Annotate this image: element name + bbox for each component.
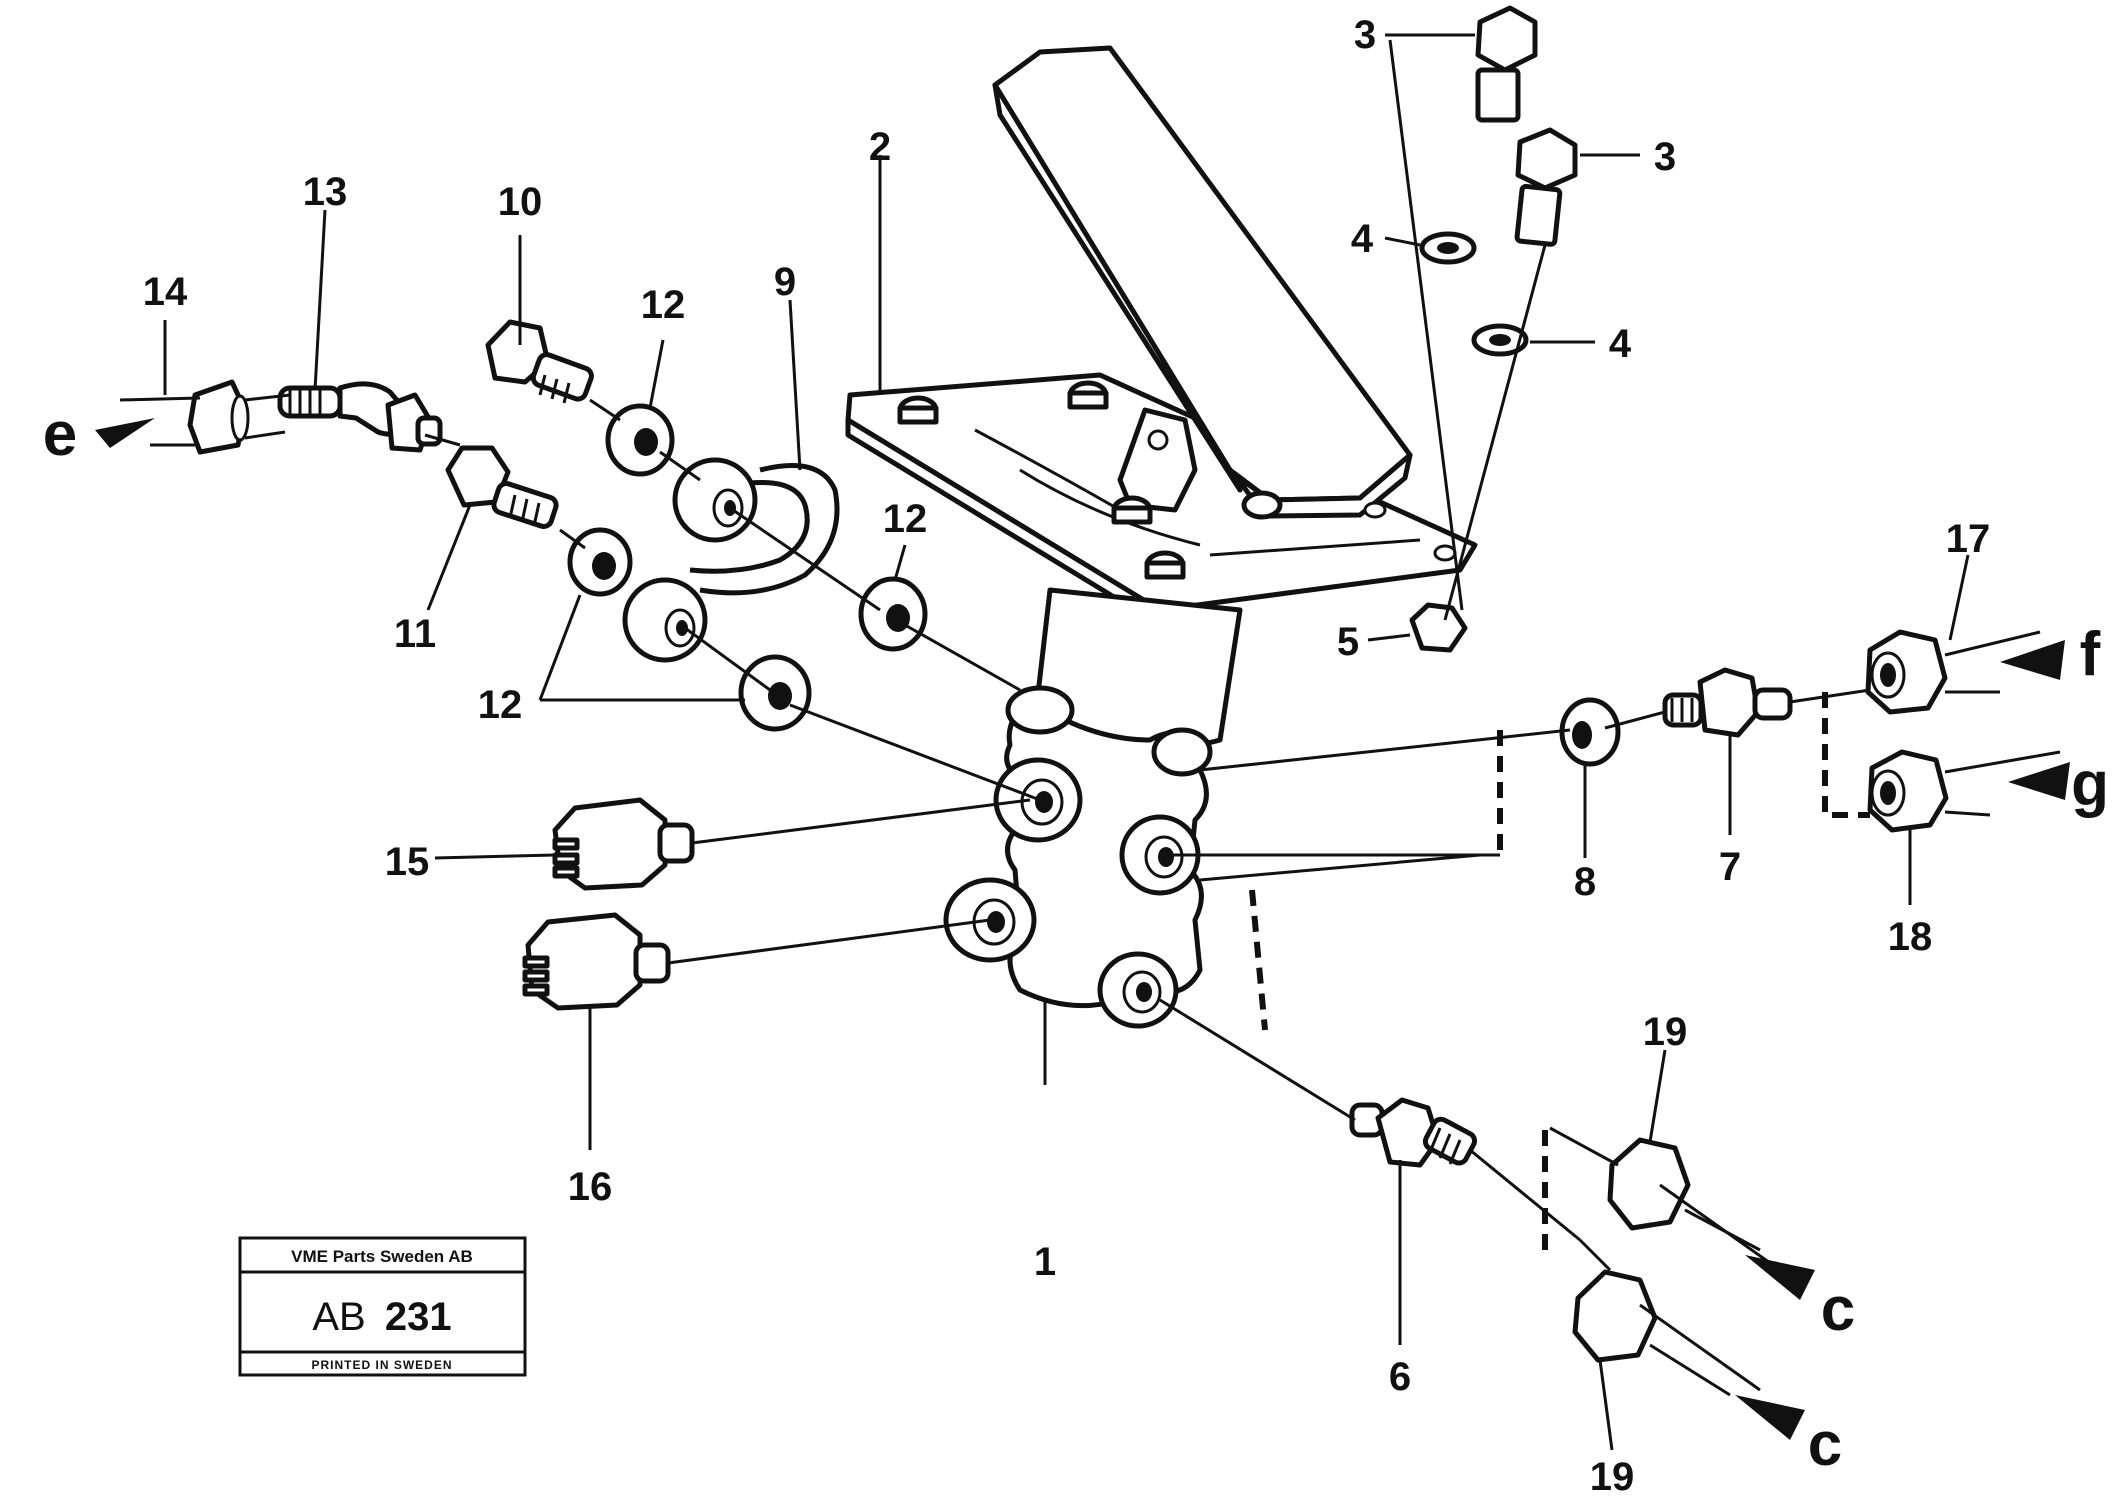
callout-15: 15: [385, 840, 430, 884]
callout-13: 13: [303, 170, 348, 214]
brake-valve-body: [943, 587, 1243, 1029]
assembly-lines: [119, 39, 2061, 1397]
flow-arrows: [95, 418, 2070, 1440]
sealing-washer-12: [738, 654, 812, 732]
callout-4: 4: [1351, 217, 1374, 261]
bolt-3: [1514, 127, 1578, 247]
callout-3: 3: [1654, 135, 1676, 179]
connector-nut-17: [1865, 629, 1948, 715]
callout-17: 17: [1946, 517, 1991, 561]
stamp-company: VME Parts Sweden AB: [291, 1247, 473, 1266]
callout-19: 19: [1590, 1455, 1635, 1499]
arrow-g: [2008, 762, 2070, 800]
plate-rib: [974, 428, 1121, 512]
callout-11: 11: [394, 612, 436, 656]
banjo-bolt-10: [485, 319, 594, 404]
publisher-stamp: VME Parts Sweden AB AB 231 PRINTED IN SW…: [238, 1236, 527, 1377]
callout-12: 12: [883, 497, 928, 541]
pedal-pad-side: [992, 82, 1243, 493]
connection-c: c: [1808, 1410, 1842, 1479]
callout-leaders: [163, 33, 1970, 1451]
callout-3: 3: [1354, 13, 1376, 57]
callout-4: 4: [1609, 322, 1632, 366]
valve-port-boss: [1151, 727, 1213, 777]
sealing-washer-12: [858, 576, 928, 652]
connection-f: f: [2080, 620, 2101, 689]
stamp-code-prefix: AB: [312, 1295, 365, 1339]
plate-bolt: [1144, 550, 1186, 580]
washer-4: [1471, 323, 1529, 357]
connector-nut-19: [1607, 1137, 1691, 1231]
arrow-e: [95, 418, 155, 448]
union-7: [1662, 667, 1793, 738]
connection-e: e: [43, 400, 77, 469]
hinge-pin: [1147, 429, 1169, 451]
callout-19: 19: [1643, 1010, 1688, 1054]
callout-9: 9: [774, 260, 796, 304]
connection-letters: e f g c c: [43, 400, 2109, 1479]
callout-numbers: 1 2 3 3 4 4 5 6 7 8 9 10 11 12 12 12 13 …: [143, 13, 1991, 1499]
pressure-switch-16: [522, 912, 671, 1011]
plate-rib: [1209, 538, 1421, 557]
plate-hole: [1363, 501, 1387, 519]
callout-2: 2: [869, 125, 891, 169]
connector-nut-19: [1572, 1269, 1658, 1363]
plate-bolt: [1067, 380, 1109, 410]
connection-c: c: [1821, 1275, 1855, 1344]
bolt-3: [1475, 5, 1538, 123]
washer-8: [1559, 697, 1621, 767]
plate-bolt: [1111, 495, 1153, 525]
callout-10: 10: [498, 180, 543, 224]
union-6: [1349, 1097, 1478, 1168]
callout-12: 12: [478, 683, 523, 727]
banjo-pipe-9: [622, 457, 840, 663]
callout-5: 5: [1337, 620, 1359, 664]
sealing-washer-12: [605, 403, 675, 477]
stamp-footer: PRINTED IN SWEDEN: [311, 1358, 452, 1372]
connection-g: g: [2071, 750, 2109, 819]
arrow-c-upper: [1745, 1255, 1815, 1300]
stamp-code: AB 231: [312, 1295, 451, 1339]
valve-port: [1097, 951, 1179, 1029]
plate-bolt: [897, 395, 939, 425]
callout-12: 12: [641, 283, 686, 327]
plate-bolt: [1241, 490, 1283, 520]
arrow-f: [2000, 640, 2065, 680]
pressure-switch-15: [552, 797, 695, 891]
nut-5: [1409, 602, 1468, 653]
callout-8: 8: [1574, 860, 1596, 904]
callout-1: 1: [1034, 1240, 1056, 1284]
connector-nut-18: [1867, 749, 1949, 833]
elbow-union-13: [277, 381, 443, 453]
plate-rib: [1019, 468, 1201, 547]
callout-7: 7: [1719, 845, 1741, 889]
sealing-washer-12: [567, 527, 633, 597]
callout-6: 6: [1389, 1355, 1411, 1399]
valve-port-boss: [1005, 685, 1075, 735]
callout-18: 18: [1888, 915, 1933, 959]
pedal-assembly: [845, 45, 1478, 628]
plate-hole: [1433, 544, 1457, 562]
washer-4: [1419, 231, 1477, 265]
arrow-c-lower: [1735, 1395, 1805, 1440]
banjo-bolt-11: [445, 445, 559, 529]
stamp-code-number: 231: [385, 1295, 452, 1339]
callout-14: 14: [143, 270, 188, 314]
callout-16: 16: [568, 1165, 613, 1209]
connector-nut-14: [187, 379, 250, 455]
